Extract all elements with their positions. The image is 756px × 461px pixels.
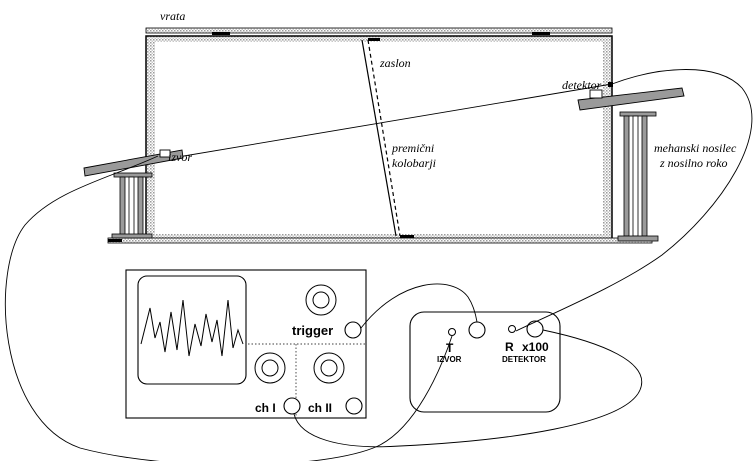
detector-label: detektor — [562, 78, 602, 92]
t-label: T — [446, 341, 454, 355]
door-label: vrata — [160, 9, 185, 23]
trigger-connector[interactable] — [344, 321, 362, 339]
cables — [5, 69, 753, 461]
floor-mark-left — [108, 239, 122, 242]
source-box-label: IZVOR — [437, 355, 462, 364]
oscilloscope-screen — [137, 275, 247, 385]
r-label: R — [505, 340, 514, 354]
door-latch-left — [212, 32, 230, 35]
screen-top-mark — [368, 38, 380, 41]
detector-cable — [515, 69, 753, 332]
source-connector[interactable] — [468, 321, 486, 339]
door-strip — [145, 27, 613, 34]
box-floor — [107, 237, 653, 244]
detector-connector[interactable] — [526, 320, 544, 338]
holder-label-1: mehanski nosilec — [654, 141, 737, 155]
floor-mark-center — [400, 235, 414, 238]
detector-indicator — [508, 325, 516, 333]
detector-tip — [608, 82, 613, 87]
source-label: izvor — [168, 150, 192, 164]
ch2-knob-inner — [320, 359, 338, 377]
trigger-cable — [360, 283, 478, 329]
ch2-label: ch II — [308, 401, 332, 415]
source-stand — [83, 149, 184, 239]
door-latch-right — [532, 32, 550, 35]
source-arm — [83, 149, 184, 177]
screen-solid-line — [361, 39, 397, 237]
ch2-connector[interactable] — [345, 397, 363, 415]
screen-dashed-line — [367, 39, 401, 237]
movable-label-1: premični — [391, 141, 434, 155]
detector-horn — [589, 89, 603, 99]
detector-stand — [577, 82, 685, 242]
oscilloscope: trigger ch I ch II — [125, 269, 367, 419]
control-box-body — [409, 311, 561, 413]
screen-rings — [361, 39, 401, 237]
ch1-cable — [293, 329, 643, 448]
holder-label-2: z nosilno roko — [659, 156, 728, 170]
movable-label-2: kolobarji — [392, 156, 436, 170]
source-horn — [159, 149, 171, 158]
control-box: T IZVOR R x100 DETEKTOR — [409, 311, 561, 413]
source-cable — [5, 155, 453, 461]
ch1-label: ch I — [255, 401, 276, 415]
oscilloscope-trace — [140, 299, 244, 357]
trigger-knob-inner — [312, 291, 330, 309]
detector-arm — [577, 87, 685, 111]
screen-label: zaslon — [379, 56, 411, 70]
ch1-knob-inner — [261, 359, 279, 377]
source-indicator — [448, 328, 456, 336]
trigger-label: trigger — [292, 323, 333, 338]
ch1-connector[interactable] — [283, 397, 301, 415]
beam-line — [159, 83, 613, 161]
detector-box-label: DETEKTOR — [502, 355, 546, 364]
gain-label: x100 — [522, 340, 549, 354]
